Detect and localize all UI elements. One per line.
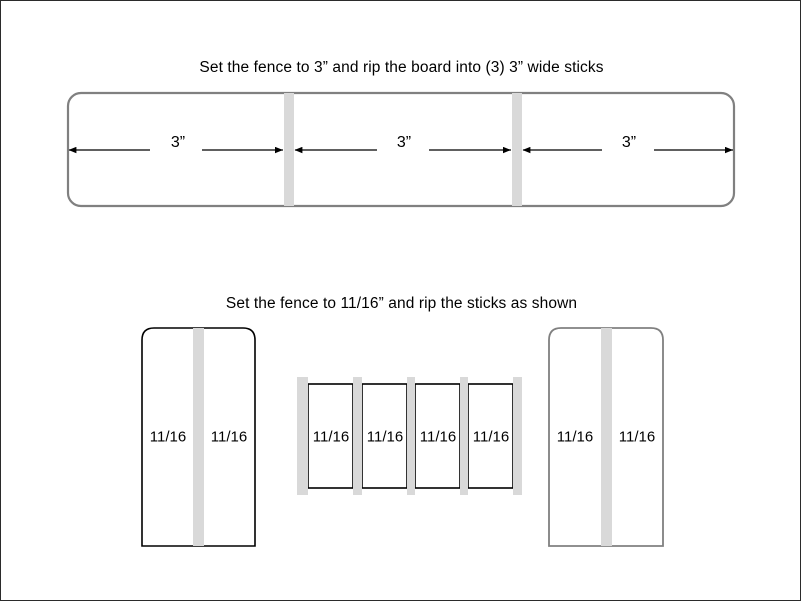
group-middle-label-3: 11/16 (419, 428, 457, 446)
group-right-label-2: 11/16 (618, 428, 656, 446)
group-right-label-1: 11/16 (556, 428, 594, 446)
dimension-label-2: 3” (396, 134, 412, 151)
step-2-caption: Set the fence to 11/16” and rip the stic… (225, 295, 578, 312)
group-middle-label-1: 11/16 (312, 428, 350, 446)
group-left-label-2: 11/16 (210, 428, 248, 446)
group-middle-label-2: 11/16 (366, 428, 404, 446)
group-left-label-1: 11/16 (149, 428, 187, 446)
dimension-label-1: 3” (170, 134, 186, 151)
dimension-label-3: 3” (621, 134, 637, 151)
group-middle-label-4: 11/16 (472, 428, 510, 446)
step-1-caption: Set the fence to 3” and rip the board in… (199, 59, 604, 76)
